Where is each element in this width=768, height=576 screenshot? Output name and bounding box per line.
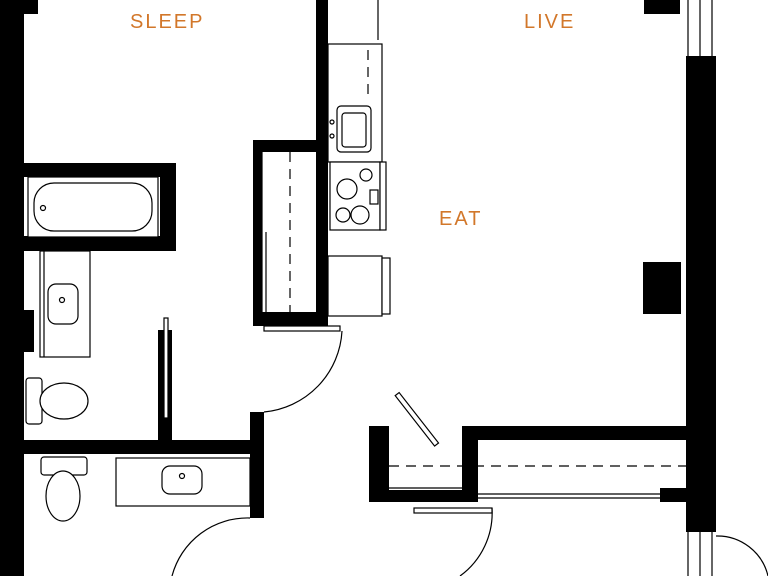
vanity-lower: [115, 457, 251, 507]
range-controls: [369, 189, 379, 205]
door-entry-swing: [459, 507, 493, 576]
door-pantry-swing: [263, 330, 343, 413]
room-label-eat: EAT: [439, 208, 483, 230]
closet: [389, 465, 686, 499]
wall-sleep-kitchen: [316, 0, 328, 160]
wall-pantry-top: [253, 140, 328, 152]
door-partition-leaf: [163, 317, 169, 419]
burner-icon-3: [335, 207, 351, 223]
wall-bath-top: [24, 163, 176, 177]
bathtub-icon: [27, 176, 159, 238]
vanity-lower-sink-icon: [161, 465, 203, 495]
room-label-sleep: SLEEP: [130, 11, 205, 33]
wall-right-outer: [686, 56, 716, 532]
walls: [0, 0, 716, 576]
toilet-lower-bowl: [45, 470, 81, 522]
fridge-door: [381, 257, 391, 315]
wall-left-outer: [0, 0, 24, 576]
range-door: [379, 161, 387, 231]
wall-closet-left: [369, 426, 389, 502]
bathtub-basin: [33, 182, 153, 232]
wall-lower-bath-right: [250, 412, 264, 518]
doors: [163, 317, 768, 576]
door-bath-swing: [171, 517, 251, 576]
windows: [377, 0, 713, 576]
toilet-upper-icon: [25, 377, 89, 425]
vanity-upper-sink-icon: [47, 283, 79, 325]
wall-closet-top: [462, 426, 688, 440]
vanity-lower-tap-icon: [178, 472, 186, 480]
room-label-live: LIVE: [524, 11, 576, 33]
bathtub-drain-icon: [39, 204, 47, 212]
wall-lower-bath-top: [24, 440, 264, 454]
burner-icon-1: [336, 178, 358, 200]
door-closet-leaf: [394, 391, 440, 447]
toilet-upper-bowl: [39, 382, 89, 420]
door-pantry-leaf: [263, 325, 341, 332]
vanity-upper: [39, 250, 91, 358]
vanity-upper-tap-icon: [58, 296, 66, 304]
toilet-lower-icon: [40, 456, 88, 522]
wall-bath-bottom: [24, 236, 176, 251]
pantry: [261, 152, 291, 312]
sink-tap-icon-2: [329, 133, 335, 139]
burner-icon-2: [359, 168, 373, 182]
wall-pantry-bottom: [253, 312, 328, 326]
door-entry-leaf: [413, 507, 493, 514]
wall-pantry-left: [253, 140, 262, 326]
wall-top-left-stub: [24, 0, 38, 14]
kitchen-counter: [327, 43, 391, 317]
door-right-swing: [715, 535, 768, 576]
fridge-icon: [327, 255, 383, 317]
burner-icon-4: [350, 205, 370, 225]
kitchen-sink-basin: [341, 112, 367, 148]
sink-tap-icon: [329, 119, 335, 125]
wall-right-post: [643, 262, 681, 314]
wall-closet-bottom-left: [369, 490, 474, 502]
wall-closet-right-bottom: [660, 488, 688, 502]
wall-bath-right: [160, 163, 176, 251]
wall-pantry-right: [316, 152, 328, 326]
wall-top-right-stub: [644, 0, 680, 14]
wall-vanity-partition: [24, 310, 34, 352]
wall-closet-mid: [462, 426, 478, 502]
